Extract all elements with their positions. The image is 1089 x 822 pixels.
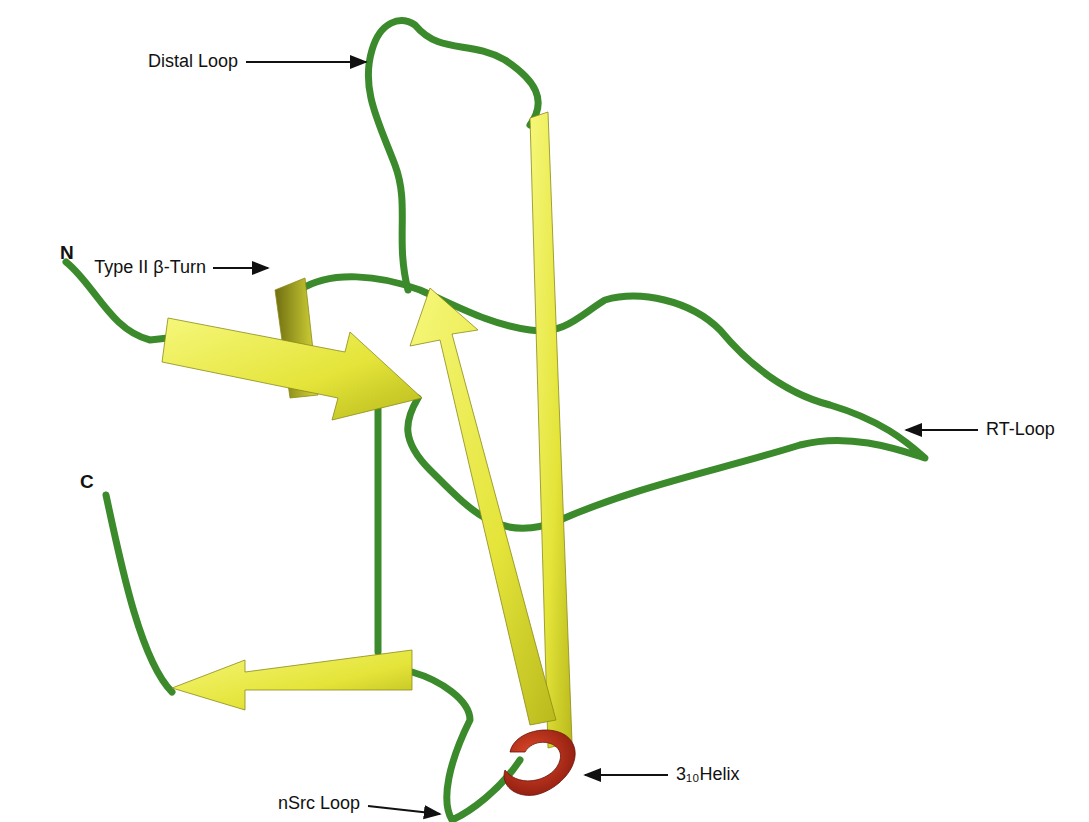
helix-label: 3₁₀Helix — [676, 765, 740, 785]
beta-strand — [410, 288, 556, 725]
leader-arrow — [213, 267, 268, 269]
terminus-label: N — [60, 243, 74, 264]
loop-label: nSrc Loop — [278, 794, 360, 814]
leader-arrow — [906, 429, 978, 431]
connector-coil — [375, 405, 382, 652]
nsrc-loop-coil — [412, 672, 520, 820]
helix-310 — [504, 730, 575, 795]
leader-arrow — [585, 774, 668, 776]
c-terminal-coil — [106, 495, 172, 692]
distal-loop-coil — [368, 21, 538, 290]
loop-label: Distal Loop — [148, 52, 238, 72]
turn-label: Type II β-Turn — [94, 258, 206, 278]
leader-arrow — [246, 61, 366, 63]
helix-ribbon — [504, 730, 575, 795]
leader-group — [213, 62, 978, 814]
terminus-label: C — [80, 472, 94, 493]
loop-label: RT-Loop — [986, 420, 1055, 440]
beta-strand — [172, 650, 412, 710]
strand-group — [162, 112, 572, 748]
coil-group — [66, 21, 925, 820]
leader-arrow — [368, 806, 440, 814]
beta-strand — [162, 318, 422, 420]
